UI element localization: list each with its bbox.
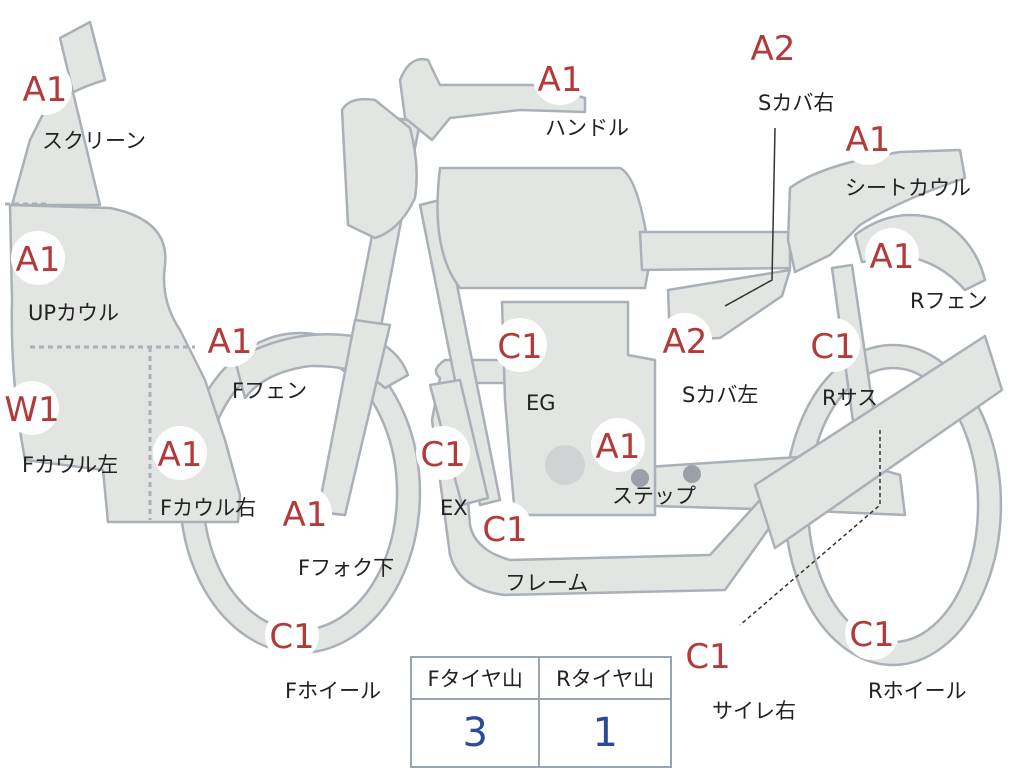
f-fender-grade-badge: A1 (203, 313, 257, 367)
seat-cowl-grade-badge: A1 (841, 111, 895, 165)
f-wheel-label: Fホイール (285, 679, 381, 703)
handle-label: ハンドル (545, 116, 629, 140)
side-cover-r-grade-badge: A2 (746, 20, 800, 74)
r-suspension-label: Rサス (822, 386, 878, 410)
side-cover-l-label: Sカバ左 (682, 383, 758, 407)
side-cover-l-grade-circle (658, 313, 712, 367)
exhaust-label: EX (440, 496, 468, 520)
step-grade: A1 (596, 427, 641, 467)
step-peg-left (631, 469, 649, 487)
f-cowl-right-grade-badge: A1 (153, 426, 207, 480)
rear-tire-header: Rタイヤ山 (538, 656, 672, 700)
seat (638, 230, 792, 272)
silencer (753, 334, 1004, 550)
frame-grade: C1 (482, 510, 527, 550)
f-fork-lower-grade-circle (278, 486, 332, 540)
seat-cowl-label: シートカウル (845, 176, 971, 200)
leader-silencer (739, 430, 881, 626)
f-wheel-grade-badge: C1 (265, 608, 319, 662)
step-label: ステップ (612, 484, 696, 508)
screen-grade: A1 (23, 70, 68, 110)
f-fork-lower-grade: A1 (283, 495, 328, 535)
exhaust-grade-circle (416, 426, 470, 480)
r-suspension-grade-badge: C1 (806, 318, 860, 372)
f-fork-lower-label: Fフォク下 (298, 556, 394, 580)
handle-grade: A1 (538, 60, 583, 100)
silencer-r-grade-circle (681, 628, 735, 682)
exhaust-grade-badge: C1 (416, 426, 470, 480)
r-wheel-grade-circle (845, 606, 899, 660)
rear-tire-value: 1 (538, 698, 672, 768)
r-wheel-grade: C1 (849, 615, 894, 655)
headlight (340, 97, 418, 240)
r-suspension-grade-circle (806, 318, 860, 372)
f-cowl-left-grade-badge: W1 (4, 381, 60, 435)
f-wheel-grade: C1 (269, 617, 314, 657)
f-fork-lower-grade-badge: A1 (278, 486, 332, 540)
step-grade-circle (591, 418, 645, 472)
r-fender-grade-circle (865, 228, 919, 282)
handle-grade-badge: A1 (533, 51, 587, 105)
f-cowl-left-label: Fカウル左 (22, 453, 118, 477)
f-fender-grade-circle (203, 313, 257, 367)
engine-grade: C1 (497, 327, 542, 367)
seat-cowl-grade: A1 (846, 120, 891, 160)
r-fender-grade-badge: A1 (865, 228, 919, 282)
side-cover-l-grade: A2 (663, 322, 708, 362)
side-cover-l-grade-badge: A2 (658, 313, 712, 367)
engine-cover (545, 445, 585, 485)
f-fender-grade: A1 (208, 322, 253, 362)
seat-cowl (786, 148, 967, 274)
r-wheel-label: Rホイール (868, 679, 967, 703)
handle-grade-circle (533, 51, 587, 105)
fuel-tank (436, 166, 652, 290)
silencer-r-grade: C1 (685, 637, 730, 677)
screen-grade-circle (18, 61, 72, 115)
f-fender-label: Fフェン (232, 379, 307, 403)
engine-grade-circle (493, 318, 547, 372)
r-suspension-grade: C1 (810, 327, 855, 367)
up-cowl-grade-circle (11, 231, 65, 285)
frame-loop (430, 358, 777, 597)
tire-tread-table: Fタイヤ山 Rタイヤ山 3 1 (409, 656, 672, 768)
up-cowl-grade-badge: A1 (11, 231, 65, 285)
front-tire-value: 3 (409, 698, 541, 768)
step-peg-right (683, 465, 701, 483)
front-tire-header: Fタイヤ山 (409, 656, 541, 700)
screen-grade-badge: A1 (18, 61, 72, 115)
silencer-r-label: サイレ右 (712, 699, 796, 723)
fork-lower (316, 318, 392, 517)
f-cowl-right-grade-circle (153, 426, 207, 480)
r-wheel-grade-badge: C1 (845, 606, 899, 660)
up-cowl-label: UPカウル (28, 301, 119, 325)
f-cowl-right-label: Fカウル右 (160, 496, 256, 520)
side-cover-r-grade: A2 (751, 29, 796, 69)
engine-label: EG (526, 391, 556, 415)
f-cowl-right-grade: A1 (158, 435, 203, 475)
r-fender-label: Rフェン (910, 289, 988, 313)
frame-label: フレーム (505, 571, 588, 595)
f-wheel-grade-circle (265, 608, 319, 662)
leader-side-cover-right (724, 127, 776, 307)
side-cover-r-grade-circle (746, 20, 800, 74)
f-cowl-left-grade-circle (5, 381, 59, 435)
up-cowl-grade: A1 (16, 240, 61, 280)
silencer-r-grade-badge: C1 (681, 628, 735, 682)
screen-shape (10, 20, 107, 207)
r-fender-grade: A1 (870, 237, 915, 277)
engine-grade-badge: C1 (493, 318, 547, 372)
screen-label: スクリーン (42, 129, 146, 153)
exhaust-grade: C1 (420, 435, 465, 475)
handlebar (398, 57, 587, 142)
f-cowl-left-grade: W1 (4, 390, 59, 430)
frame-grade-circle (478, 501, 532, 555)
step-grade-badge: A1 (591, 418, 645, 472)
seat-cowl-grade-circle (841, 111, 895, 165)
frame-grade-badge: C1 (478, 501, 532, 555)
side-cover-r-label: Sカバ右 (758, 91, 834, 115)
